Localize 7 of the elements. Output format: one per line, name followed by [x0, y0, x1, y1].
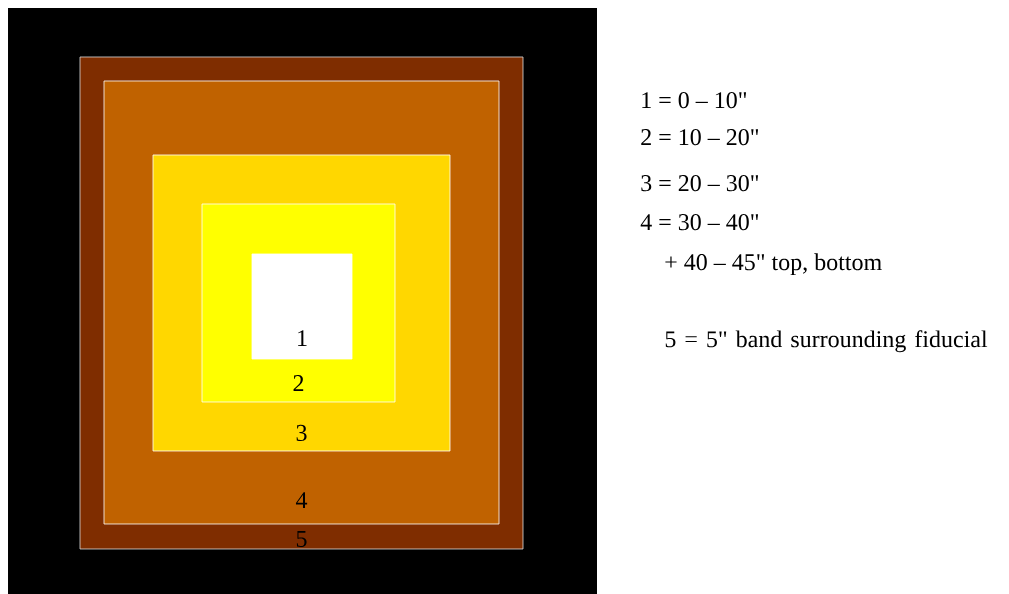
legend-text: 2 = 10 – 20" [641, 129, 759, 146]
legend-text: 5 = 5" band surrounding fiducial [665, 330, 988, 353]
legend-text: 3 = 20 – 30" [641, 175, 759, 192]
legend-text: + 40 – 45" top, bottom [665, 253, 882, 276]
legend-text: 1 = 0 – 10" [642, 92, 747, 109]
band: 1 [251, 253, 353, 360]
legend-text: 4 = 30 – 40" [640, 214, 759, 231]
